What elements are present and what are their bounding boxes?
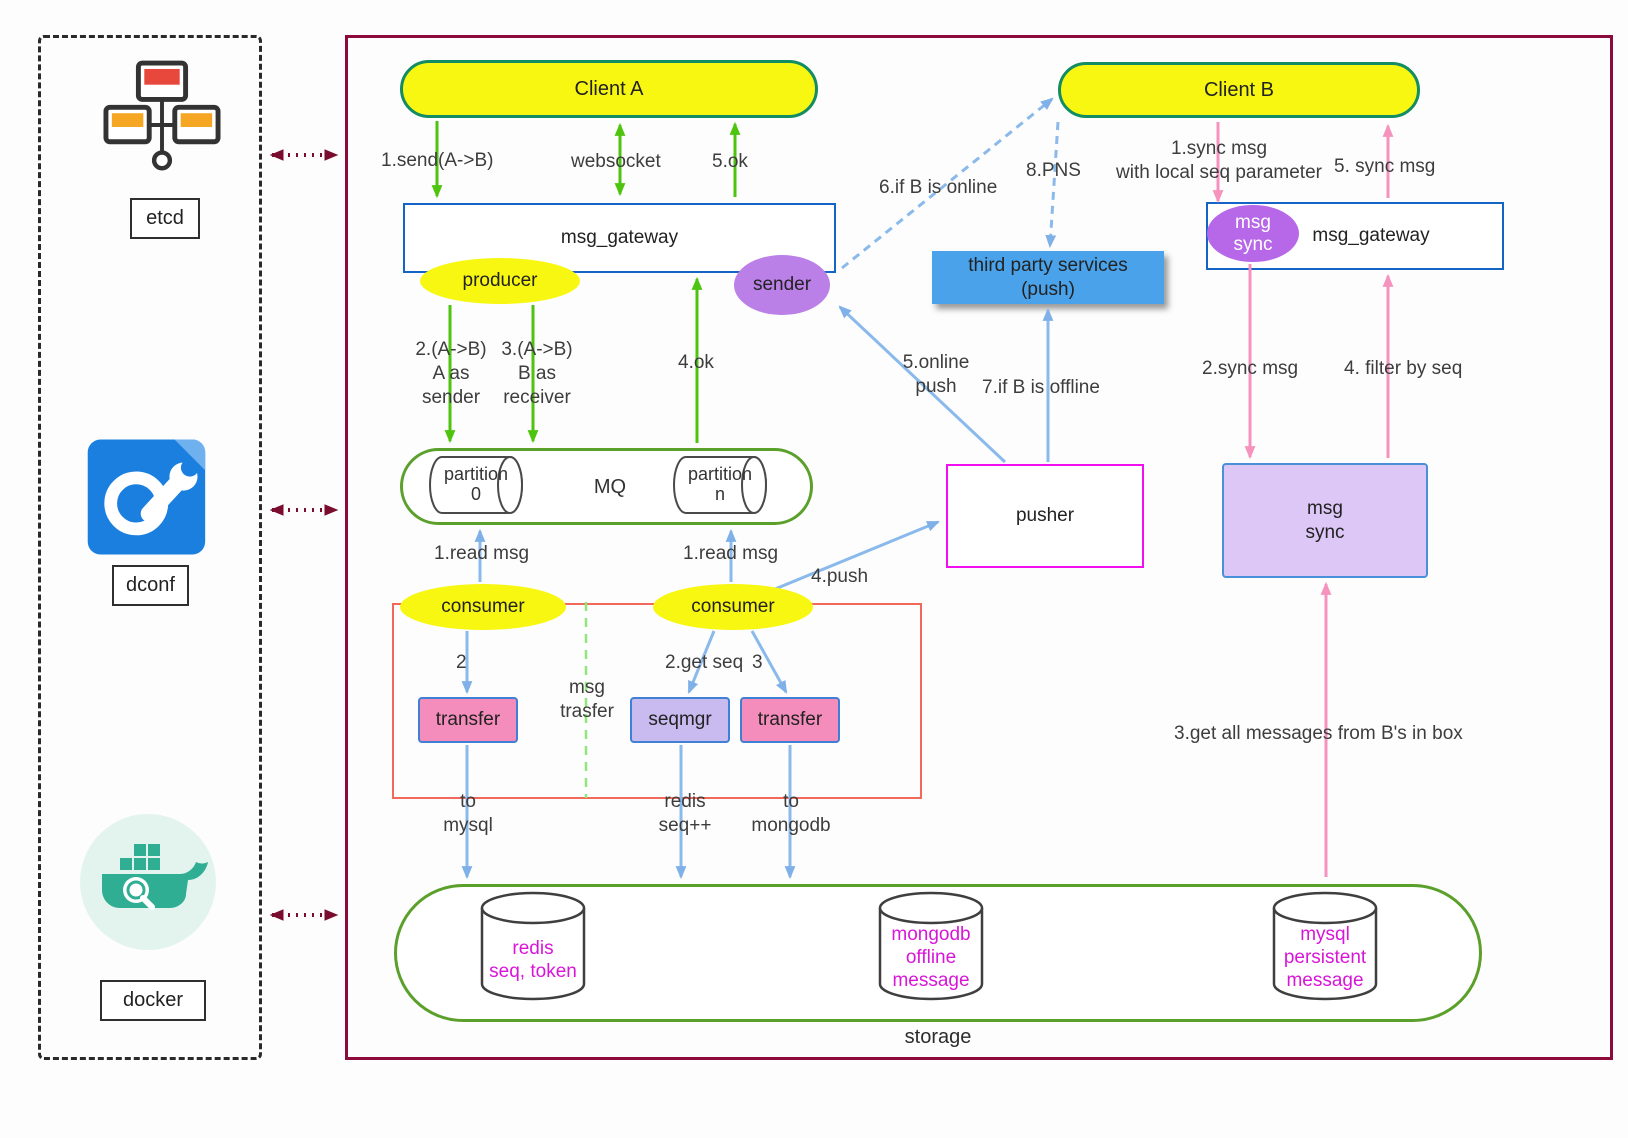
label-msg-trasfer: msg trasfer bbox=[560, 677, 614, 722]
label-ok4: 4.ok bbox=[678, 352, 714, 373]
external-services-panel bbox=[38, 35, 262, 1060]
sender-node: sender bbox=[734, 255, 830, 315]
label-get-all: 3.get all messages from B's in box bbox=[1174, 723, 1463, 744]
docker-label-box: docker bbox=[100, 980, 206, 1021]
client-b-node: Client B bbox=[1058, 62, 1420, 118]
mysql-db-label: mysql persistent message bbox=[1283, 924, 1367, 991]
label-read-msg-1: 1.read msg bbox=[434, 543, 530, 564]
transfer-1-node: transfer bbox=[418, 697, 518, 743]
consumer-1-node: consumer bbox=[400, 584, 566, 630]
label-online-push: 5.online push bbox=[902, 352, 970, 397]
label-redis-seq: redis seq++ bbox=[658, 791, 712, 836]
label-ok5: 5.ok bbox=[712, 151, 748, 172]
client-a-node: Client A bbox=[400, 60, 818, 118]
label-get-seq: 2.get seq bbox=[665, 652, 744, 673]
producer-node: producer bbox=[420, 258, 580, 304]
etcd-label: etcd bbox=[146, 207, 184, 229]
label-to-mongodb: to mongodb bbox=[751, 791, 831, 836]
label-pns: 8.PNS bbox=[1026, 160, 1081, 181]
etcd-icon bbox=[103, 60, 221, 192]
label-two: 2 bbox=[456, 652, 467, 673]
mq-label: MQ bbox=[593, 476, 627, 498]
msg-sync-ellipse-node: msg sync bbox=[1207, 205, 1299, 262]
label-a-as-sender: 2.(A->B) A as sender bbox=[415, 339, 487, 408]
third-party-services-node: third party services (push) bbox=[932, 251, 1164, 304]
seqmgr-node: seqmgr bbox=[630, 697, 730, 743]
label-if-b-offline: 7.if B is offline bbox=[982, 377, 1100, 398]
redis-db-label: redis seq, token bbox=[489, 938, 577, 982]
label-sync-msg-1: 1.sync msg with local seq parameter bbox=[1116, 138, 1322, 183]
label-three: 3 bbox=[752, 652, 763, 673]
partition-n-label: partition n bbox=[687, 464, 753, 505]
label-filter-by-seq: 4. filter by seq bbox=[1344, 358, 1463, 379]
consumer-2-node: consumer bbox=[653, 584, 813, 630]
transfer-2-node: transfer bbox=[740, 697, 840, 743]
etcd-label-box: etcd bbox=[130, 198, 200, 239]
docker-icon bbox=[78, 812, 218, 952]
pusher-node: pusher bbox=[946, 464, 1144, 568]
external-link-arrows bbox=[269, 149, 339, 921]
label-websocket: websocket bbox=[571, 151, 661, 172]
main-boundary bbox=[345, 35, 1613, 1060]
dconf-label-box: dconf bbox=[112, 565, 189, 606]
label-push4: 4.push bbox=[811, 566, 869, 587]
mongodb-db-label: mongodb offline message bbox=[891, 924, 971, 991]
label-sync-msg-2: 2.sync msg bbox=[1202, 358, 1299, 379]
label-b-as-receiver: 3.(A->B) B as receiver bbox=[501, 339, 573, 408]
dconf-icon bbox=[85, 437, 213, 557]
partition-0-label: partition 0 bbox=[443, 464, 509, 505]
label-send-ab: 1.send(A->B) bbox=[381, 150, 494, 171]
dconf-label: dconf bbox=[126, 574, 175, 596]
label-if-b-online: 6.if B is online bbox=[879, 177, 998, 198]
label-read-msg-2: 1.read msg bbox=[683, 543, 779, 564]
docker-label: docker bbox=[122, 989, 184, 1011]
label-sync-msg-5: 5. sync msg bbox=[1334, 156, 1436, 177]
label-to-mysql: to mysql bbox=[443, 791, 493, 836]
storage-label: storage bbox=[904, 1026, 972, 1048]
msg-sync-box-node: msg sync bbox=[1222, 463, 1428, 578]
